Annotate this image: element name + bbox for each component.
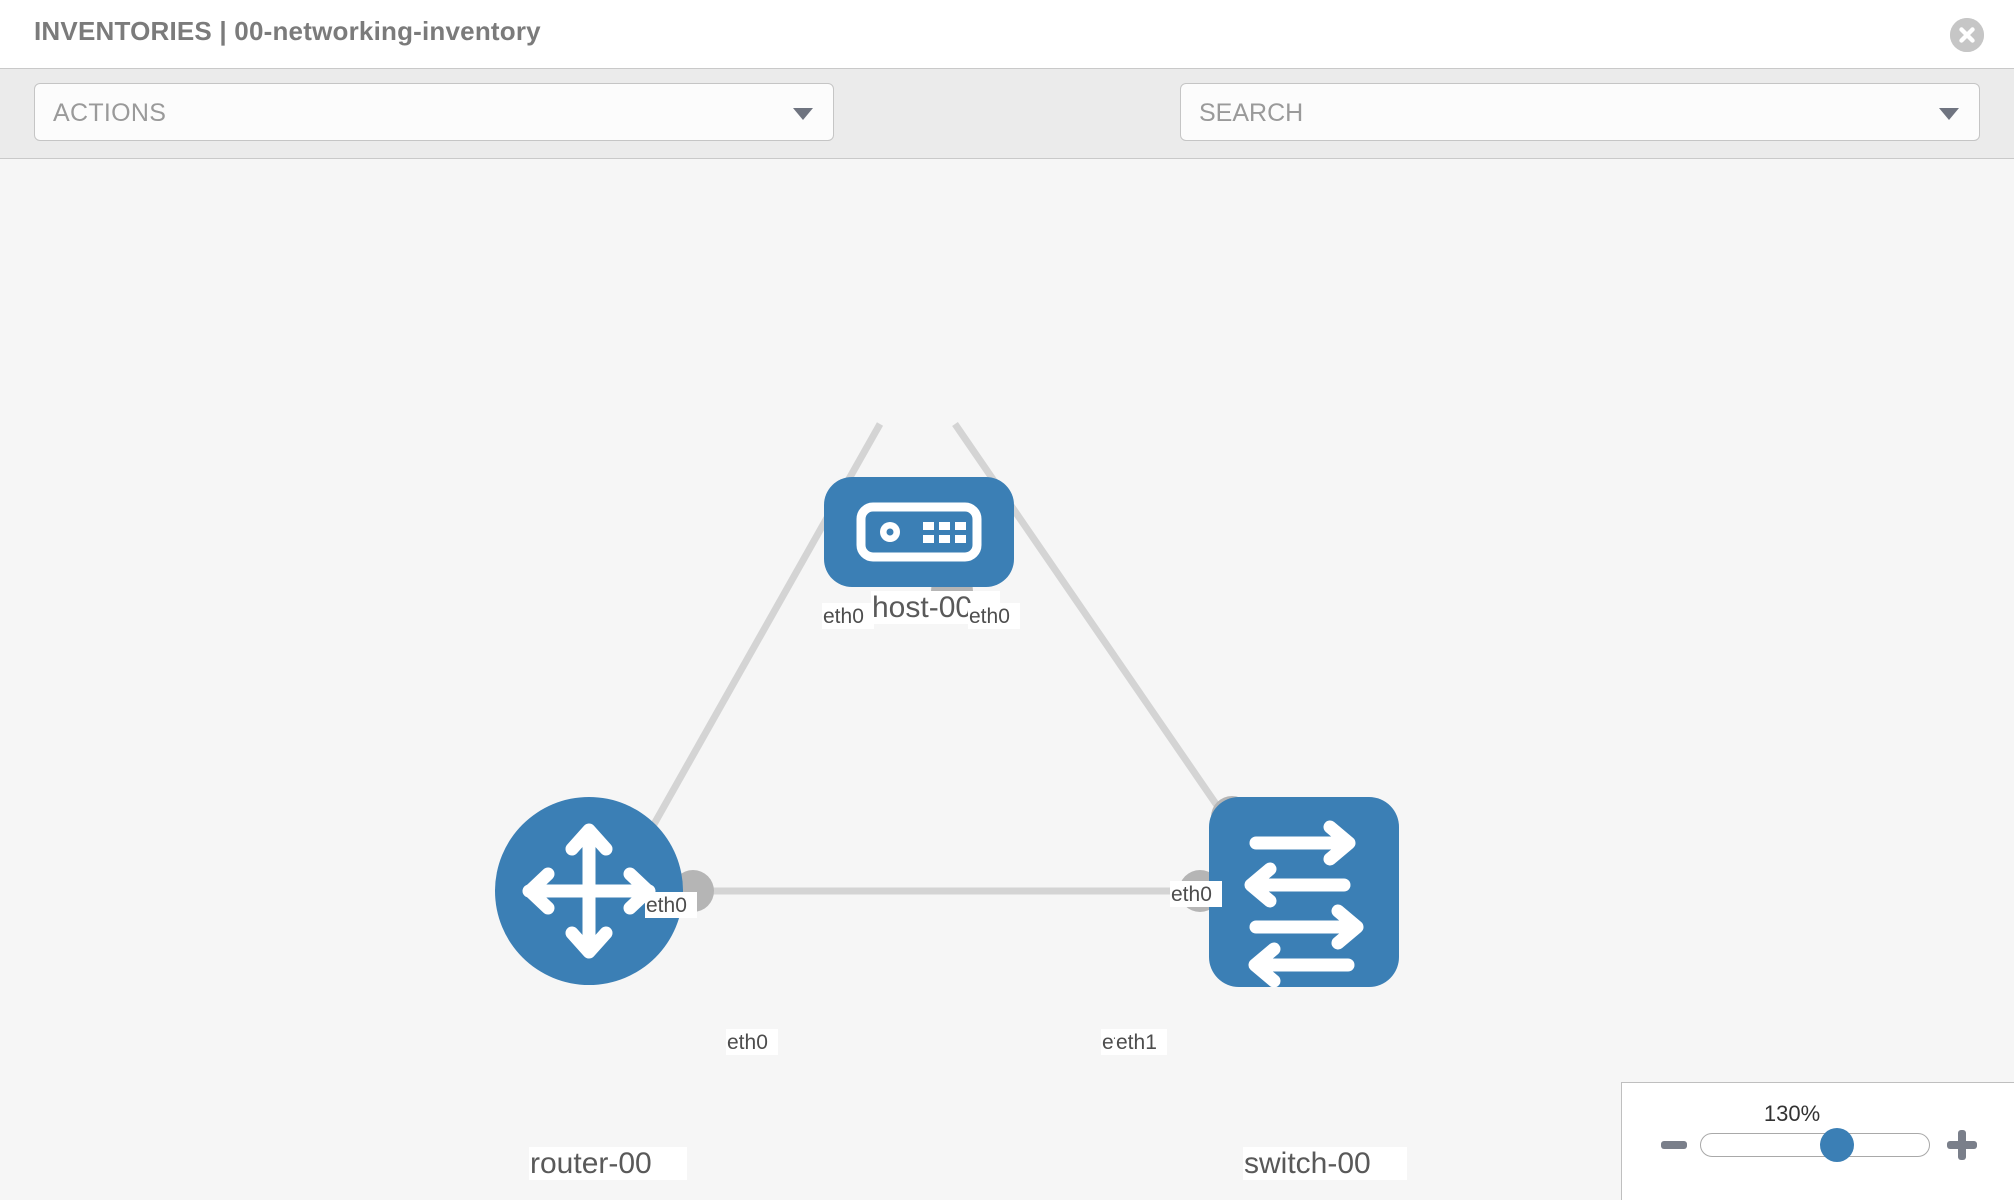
node-router-00[interactable]: router-00 [495, 797, 687, 1180]
close-icon[interactable] [1950, 18, 1984, 52]
node-label-host-00: host-00 [872, 591, 972, 624]
search-chevron-down-icon[interactable] [1939, 108, 1959, 120]
edge-label-host-switch-near-switch: eth0 [1171, 883, 1212, 906]
node-host-00[interactable]: host-00 [824, 477, 1014, 624]
router-arrows-icon [522, 823, 656, 959]
zoom-slider-thumb[interactable] [1819, 1128, 1854, 1162]
node-label-router-00: router-00 [530, 1147, 652, 1180]
node-switch-00[interactable]: switch-00 [1209, 797, 1407, 1180]
page-title: INVENTORIES | 00-networking-inventory [34, 16, 541, 46]
zoom-control-panel: 130% [1621, 1082, 2014, 1200]
search-input[interactable] [1197, 84, 1901, 142]
actions-dropdown-label: ACTIONS [53, 99, 167, 127]
topology-canvas[interactable]: host-00 router-00 [0, 159, 2014, 1200]
actions-dropdown[interactable]: ACTIONS [34, 83, 834, 141]
search-box[interactable] [1180, 83, 1980, 142]
page-header: INVENTORIES | 00-networking-inventory [0, 0, 2014, 68]
server-icon [856, 502, 982, 562]
edge-label-router-switch-near-switch: eth1 [1116, 1031, 1157, 1054]
zoom-level-value: 130% [1763, 1101, 1821, 1126]
toolbar: ACTIONS [0, 68, 2014, 202]
node-label-switch-00: switch-00 [1244, 1147, 1371, 1180]
edge-label-router-switch-near-router: eth0 [727, 1031, 768, 1054]
switch-arrows-icon [1244, 820, 1364, 988]
plus-icon[interactable] [1947, 1130, 1977, 1160]
edge-label-host-router-near-host: eth0 [823, 605, 864, 628]
chevron-down-icon [793, 108, 813, 120]
topology-edge-labels: eth0 eth0 eth0 eth0 eth0 eth eth1 [645, 603, 1222, 1055]
edge-label-host-switch-near-host: eth0 [969, 605, 1010, 628]
close-circle-icon [1950, 18, 1984, 52]
minus-icon[interactable] [1661, 1141, 1687, 1149]
edge-label-host-router-near-router: eth0 [646, 894, 687, 917]
topology-graph: host-00 router-00 [495, 422, 1407, 1180]
zoom-slider-track[interactable] [1700, 1133, 1930, 1157]
